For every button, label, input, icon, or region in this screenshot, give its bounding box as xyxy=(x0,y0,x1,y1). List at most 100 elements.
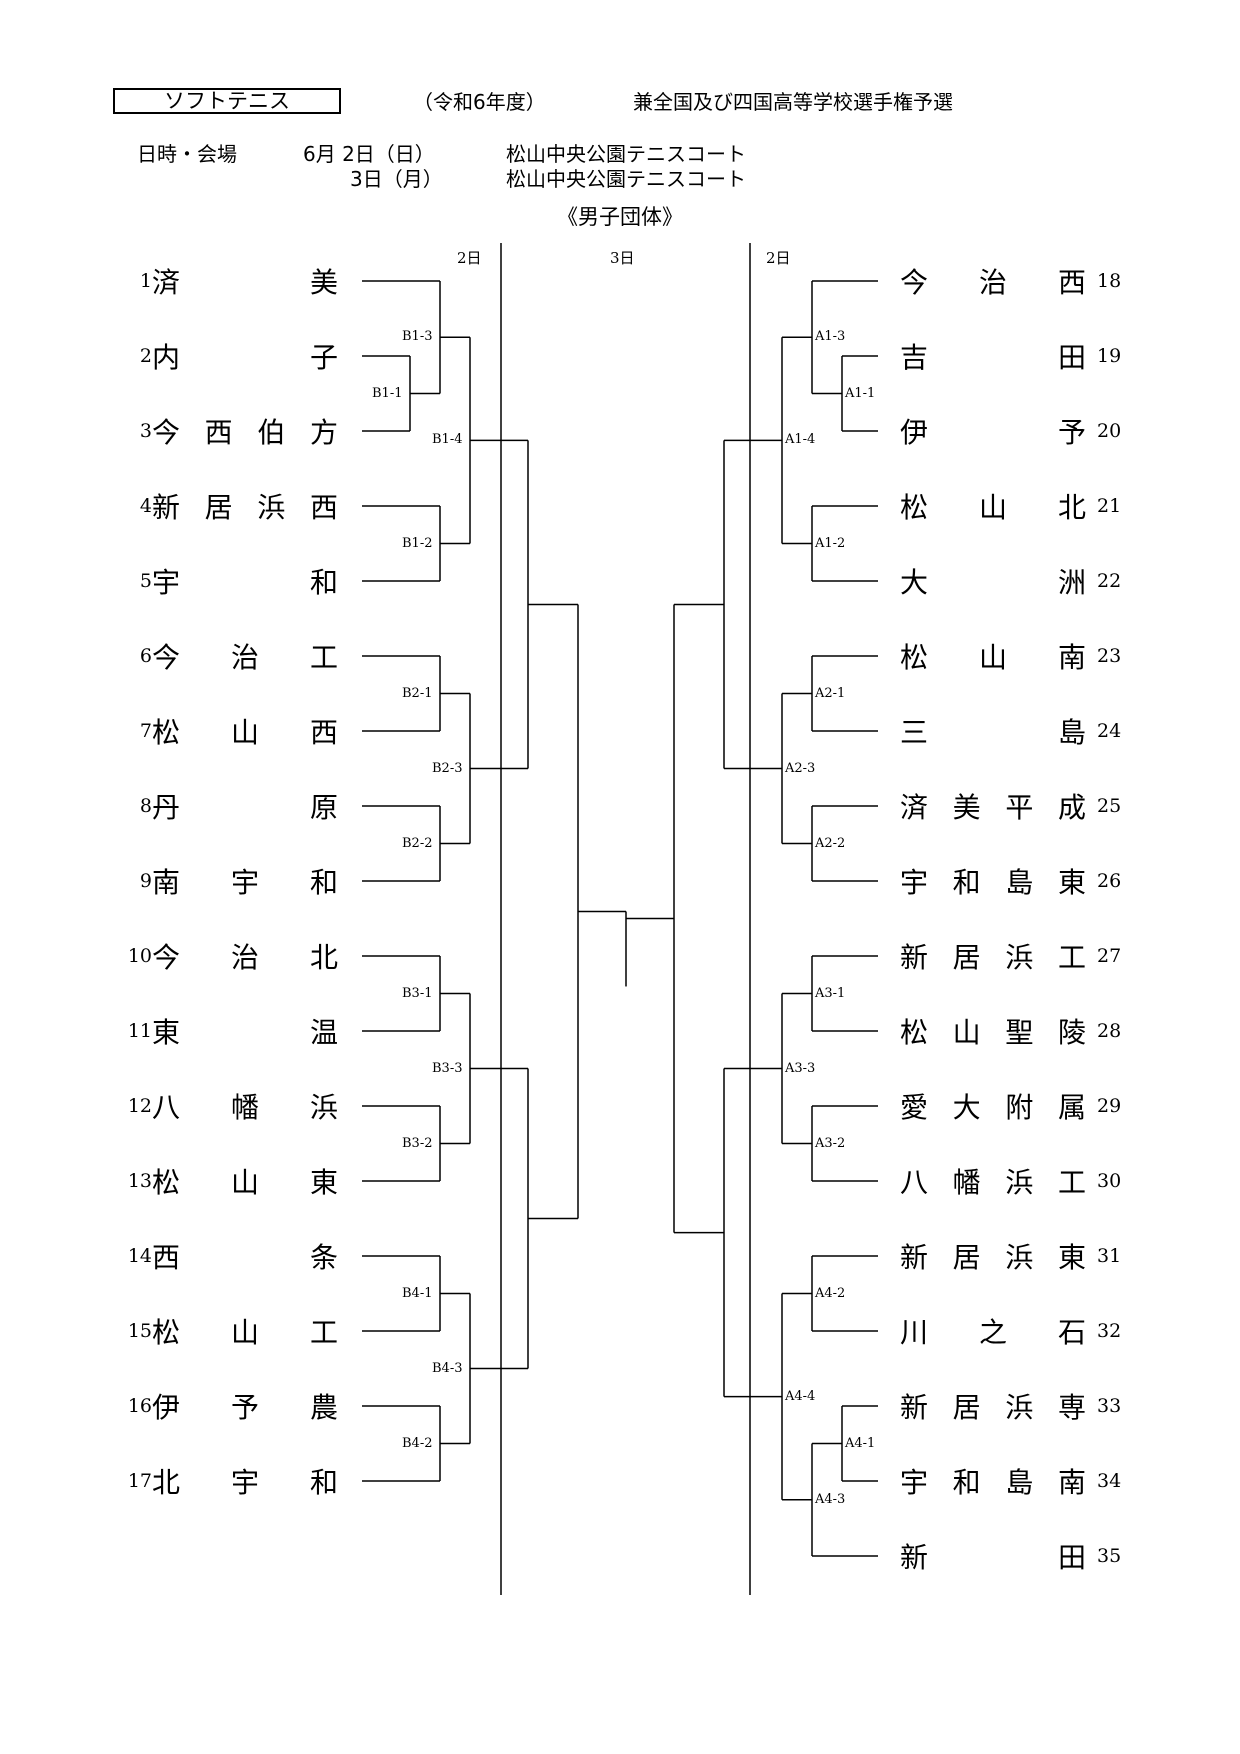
team-name: 北宇和 xyxy=(152,1466,338,1499)
team-name: 宇和 xyxy=(152,566,338,599)
team-name: 東温 xyxy=(152,1016,338,1049)
team-name: 川之石 xyxy=(900,1316,1086,1349)
team-name: 今治西 xyxy=(900,266,1086,299)
team-name: 丹原 xyxy=(152,791,338,824)
seed-number: 21 xyxy=(1097,495,1122,517)
seed-number: 25 xyxy=(1097,795,1122,817)
match-label: B3-3 xyxy=(432,1060,463,1076)
team-name: 新居浜東 xyxy=(900,1241,1086,1274)
division-title: 《男子団体》 xyxy=(557,205,683,229)
team-name: 南宇和 xyxy=(152,866,338,899)
team-name: 今西伯方 xyxy=(152,416,338,449)
team-name: 伊予農 xyxy=(152,1391,338,1424)
team-name: 西条 xyxy=(152,1241,338,1274)
seed-number: 15 xyxy=(127,1320,152,1342)
match-label: A2-2 xyxy=(815,835,846,851)
day-label-left: 2日 xyxy=(457,249,482,267)
match-label: A1-2 xyxy=(815,535,846,551)
seed-number: 34 xyxy=(1097,1470,1122,1492)
team-name: 松山南 xyxy=(900,641,1086,674)
seed-number: 28 xyxy=(1097,1020,1122,1042)
seed-number: 35 xyxy=(1097,1545,1122,1567)
team-name: 新田 xyxy=(900,1541,1086,1574)
team-name: 愛大附属 xyxy=(900,1091,1086,1124)
seed-number: 16 xyxy=(127,1395,152,1417)
team-name: 松山聖陵 xyxy=(900,1016,1086,1049)
match-label: B2-2 xyxy=(402,835,433,851)
seed-number: 8 xyxy=(139,795,152,817)
seed-number: 2 xyxy=(139,345,152,367)
team-name: 大洲 xyxy=(900,566,1086,599)
team-name: 三島 xyxy=(900,716,1086,749)
seed-number: 30 xyxy=(1097,1170,1122,1192)
seed-number: 9 xyxy=(139,870,152,892)
team-name: 済美 xyxy=(152,266,338,299)
seed-number: 13 xyxy=(127,1170,152,1192)
seed-number: 31 xyxy=(1097,1245,1122,1267)
team-name: 松山北 xyxy=(900,491,1086,524)
team-name: 宇和島南 xyxy=(900,1466,1086,1499)
seed-number: 3 xyxy=(139,420,152,442)
team-name: 新居浜西 xyxy=(152,491,338,524)
match-label: B2-1 xyxy=(402,685,433,701)
sport-label: ソフトテニス xyxy=(113,88,341,114)
team-name: 八幡浜工 xyxy=(900,1166,1086,1199)
match-label: A3-3 xyxy=(785,1060,816,1076)
team-name: 吉田 xyxy=(900,341,1086,374)
day2-venue: 松山中央公園テニスコート xyxy=(506,167,746,191)
seed-number: 32 xyxy=(1097,1320,1122,1342)
match-label: B4-2 xyxy=(402,1435,433,1451)
team-name: 新居浜工 xyxy=(900,941,1086,974)
seed-number: 24 xyxy=(1097,720,1122,742)
seed-number: 33 xyxy=(1097,1395,1122,1417)
seed-number: 5 xyxy=(139,570,152,592)
match-label: A2-1 xyxy=(815,685,846,701)
day-label-right: 2日 xyxy=(766,249,791,267)
seed-number: 14 xyxy=(127,1245,152,1267)
seed-number: 26 xyxy=(1097,870,1122,892)
match-label: A2-3 xyxy=(785,760,816,776)
match-label: B1-2 xyxy=(402,535,433,551)
match-label: B1-4 xyxy=(432,432,463,448)
seed-number: 4 xyxy=(139,495,152,517)
seed-number: 7 xyxy=(139,720,152,742)
match-label: A1-1 xyxy=(845,385,876,401)
match-label: A4-2 xyxy=(815,1285,846,1301)
match-label: B2-3 xyxy=(432,760,463,776)
match-label: B4-1 xyxy=(402,1285,433,1301)
seed-number: 22 xyxy=(1097,570,1122,592)
day1-date: 6月 2日（日） xyxy=(303,142,435,166)
match-label: B1-3 xyxy=(402,329,433,345)
match-label: A4-1 xyxy=(845,1435,876,1451)
team-name: 今治北 xyxy=(152,941,338,974)
seed-number: 11 xyxy=(127,1020,152,1042)
seed-number: 6 xyxy=(139,645,152,667)
day2-date: 3日（月） xyxy=(350,167,443,191)
match-label: A3-1 xyxy=(815,985,846,1001)
team-name: 内子 xyxy=(152,341,338,374)
event-title: 兼全国及び四国高等学校選手権予選 xyxy=(633,90,953,114)
seed-number: 18 xyxy=(1097,270,1122,292)
team-name: 松山工 xyxy=(152,1316,338,1349)
team-name: 今治工 xyxy=(152,641,338,674)
team-name: 宇和島東 xyxy=(900,866,1086,899)
team-name: 松山西 xyxy=(152,716,338,749)
seed-number: 23 xyxy=(1097,645,1122,667)
match-label: B4-3 xyxy=(432,1360,463,1376)
day-label-center: 3日 xyxy=(610,249,635,267)
match-label: B3-2 xyxy=(402,1135,433,1151)
seed-number: 12 xyxy=(127,1095,152,1117)
team-name: 八幡浜 xyxy=(152,1091,338,1124)
match-label: A3-2 xyxy=(815,1135,846,1151)
team-name: 新居浜専 xyxy=(900,1391,1086,1424)
schedule-label: 日時・会場 xyxy=(137,142,237,166)
team-name: 済美平成 xyxy=(900,791,1086,824)
match-label: B3-1 xyxy=(402,985,433,1001)
seed-number: 19 xyxy=(1097,345,1122,367)
match-label: A1-4 xyxy=(785,432,816,448)
year-label: （令和6年度） xyxy=(413,90,546,114)
match-label: A4-4 xyxy=(785,1388,816,1404)
team-name: 松山東 xyxy=(152,1166,338,1199)
seed-number: 20 xyxy=(1097,420,1122,442)
